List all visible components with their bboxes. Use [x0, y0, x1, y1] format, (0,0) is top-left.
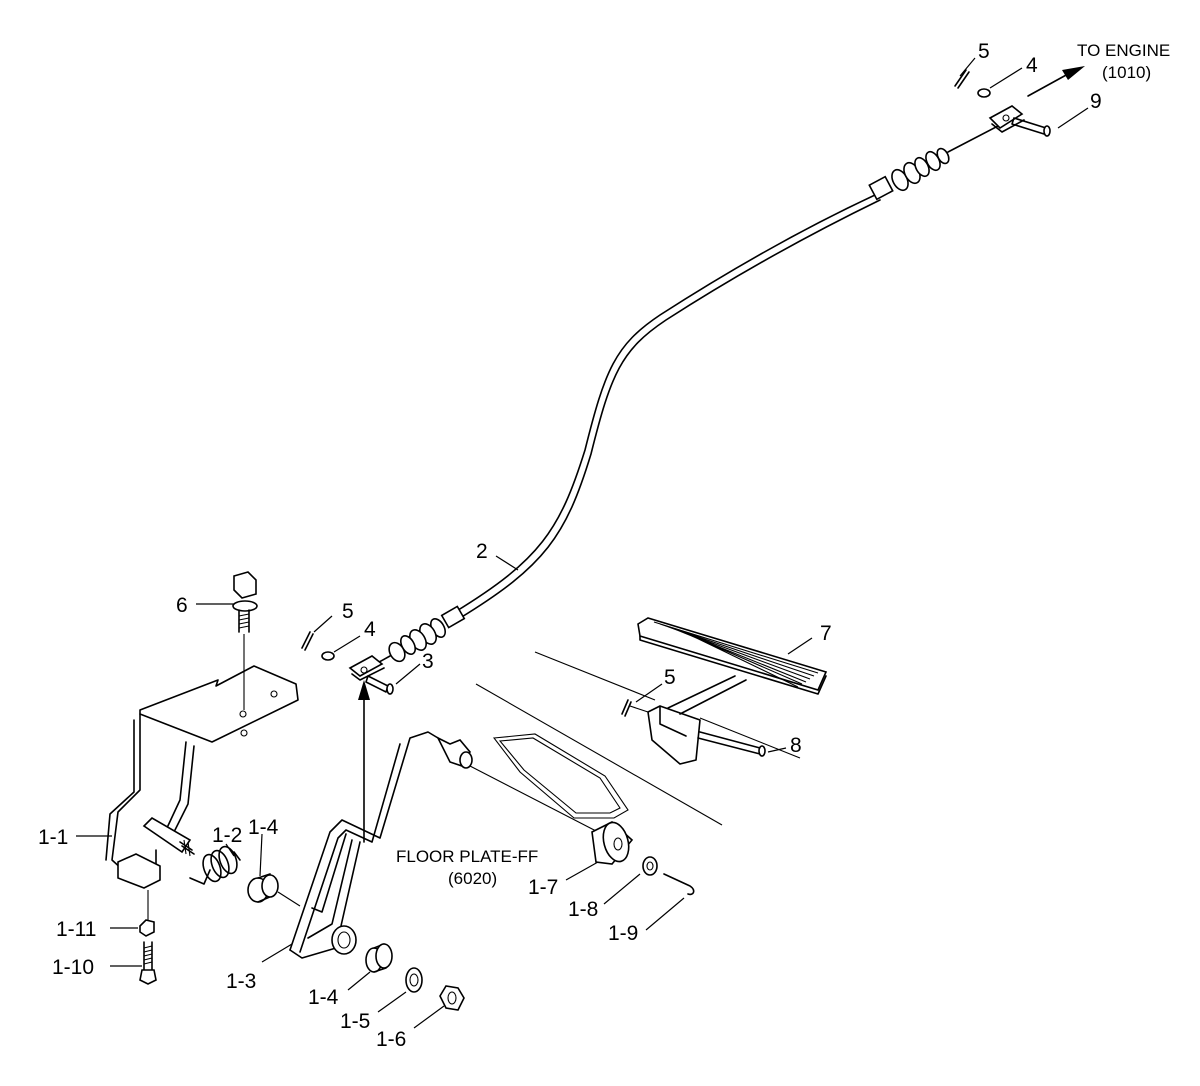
- callout-8: 8: [790, 734, 802, 757]
- to-engine-ref: (1010): [1102, 63, 1151, 82]
- callout-1-9: 1-9: [608, 922, 638, 945]
- callout-5-top: 5: [978, 40, 990, 63]
- callout-5-mid: 5: [342, 600, 354, 623]
- callout-6: 6: [176, 594, 188, 617]
- lower-clevis-group: [301, 631, 394, 695]
- callout-1-10: 1-10: [52, 956, 94, 979]
- reference-notes: TO ENGINE (1010) FLOOR PLATE-FF (6020): [396, 41, 1170, 888]
- bushing-left: [247, 873, 301, 907]
- callout-1-2: 1-2: [212, 824, 242, 847]
- upper-washer: [977, 88, 991, 98]
- to-engine-label: TO ENGINE: [1077, 41, 1170, 60]
- retaining-clip: [663, 873, 695, 896]
- lower-cotter-pin: [301, 631, 314, 651]
- callout-1-4-lower: 1-4: [308, 986, 339, 1009]
- floor-plate-outline: [475, 651, 801, 826]
- roller: [591, 821, 634, 865]
- lower-washer: [321, 651, 335, 661]
- floor-plate-ref: (6020): [448, 869, 497, 888]
- pedal-lever: [289, 731, 599, 959]
- pedal-cotter-pin: [621, 699, 632, 717]
- pivot-nut: [439, 985, 465, 1011]
- pedal-bracket: [647, 705, 701, 765]
- callout-1-8: 1-8: [568, 898, 598, 921]
- upper-cotter-pin: [954, 69, 970, 89]
- to-engine-arrow: [1027, 66, 1085, 97]
- upper-clevis-pin: [1011, 117, 1047, 135]
- cable-lower-fitting: [371, 605, 466, 667]
- callout-1-6: 1-6: [376, 1028, 406, 1051]
- mounting-bracket: [105, 665, 299, 889]
- pivot-shaft: [142, 816, 195, 857]
- return-spring: [189, 845, 241, 885]
- callout-1-1: 1-1: [38, 826, 68, 849]
- upper-clevis-group: [954, 69, 1051, 137]
- callout-1-3: 1-3: [226, 970, 256, 993]
- bushing-right: [365, 943, 393, 973]
- pivot-washer: [405, 967, 423, 993]
- callout-9: 9: [1090, 90, 1102, 113]
- throttle-cable: [371, 125, 999, 667]
- callout-1-5: 1-5: [340, 1010, 370, 1033]
- callout-1-4-upper: 1-4: [248, 816, 279, 839]
- bracket-nut: [139, 890, 155, 937]
- bracket-bolt: [139, 941, 157, 985]
- leader-lines: [76, 57, 1089, 1029]
- callout-4-top: 4: [1026, 54, 1038, 77]
- callout-2: 2: [476, 540, 488, 563]
- callout-3: 3: [422, 650, 434, 673]
- cable-upper-fitting: [868, 125, 999, 201]
- callout-4-mid: 4: [364, 618, 376, 641]
- callout-labels: 5 4 9 2 6 5 4 3 7 5 8 1-1 1-2 1-4 1-3 1-…: [38, 40, 1102, 1051]
- callout-7: 7: [820, 622, 832, 645]
- roller-washer: [642, 856, 658, 876]
- pedal-arm: [667, 675, 747, 715]
- mounting-bolt: [232, 571, 258, 710]
- floor-plate-label: FLOOR PLATE-FF: [396, 847, 538, 866]
- link-arrow: [358, 680, 370, 843]
- lower-clevis-pin: [365, 675, 389, 693]
- callout-1-7: 1-7: [528, 876, 558, 899]
- callout-1-11: 1-11: [56, 918, 96, 941]
- callout-5-pedal: 5: [664, 666, 676, 689]
- pedal-group: [621, 617, 828, 765]
- pedal-pin: [697, 731, 761, 755]
